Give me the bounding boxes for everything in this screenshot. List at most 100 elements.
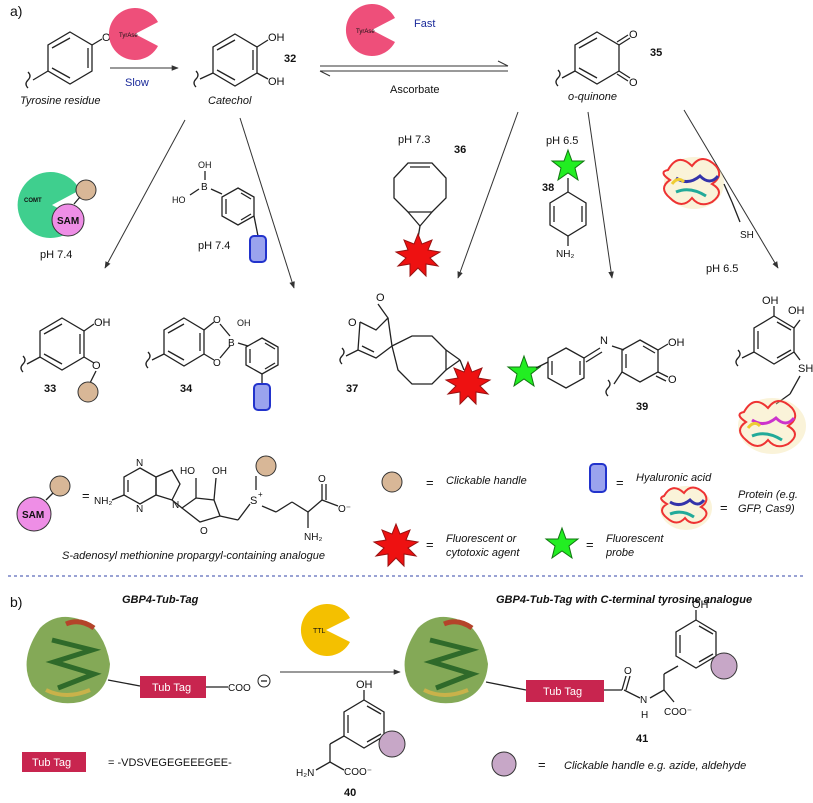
svg-text:H: H (641, 710, 648, 721)
ph-74-comt: pH 7.4 (40, 249, 72, 261)
svg-text:O: O (668, 374, 677, 386)
legend-sam-structure-handle (255, 455, 277, 477)
green-star-icon (550, 148, 586, 182)
gbp4-title: GBP4-Tub-Tag (122, 594, 199, 606)
gbp4-product-title: GBP4-Tub-Tag with C-terminal tyrosine an… (496, 594, 752, 606)
clickable-handle-40 (378, 730, 406, 758)
svg-text:OH: OH (356, 679, 373, 691)
product-33-structure: OH O (20, 317, 111, 384)
legend-clickable-icon (381, 471, 403, 493)
sam-caption: S-adenosyl methionine propargyl-containi… (62, 550, 325, 562)
svg-text:COO⁻: COO⁻ (664, 707, 692, 718)
svg-text:TyrAse: TyrAse (356, 29, 375, 35)
sam-icon (51, 203, 85, 237)
svg-text:NH₂: NH₂ (556, 249, 574, 260)
svg-text:OH: OH (668, 337, 685, 349)
legend-tubtag-box (22, 752, 86, 772)
compound-40-number: 40 (344, 787, 356, 799)
catechol-structure: OH OH (193, 32, 285, 88)
svg-text:B: B (228, 338, 235, 349)
svg-text:OH: OH (94, 317, 111, 329)
product-37-structure: O O (339, 292, 465, 385)
svg-text:B: B (201, 182, 208, 193)
compound-34-number: 34 (180, 383, 193, 395)
oquinone-structure: O O (555, 29, 638, 89)
hyaluronic-acid-icon (249, 235, 267, 263)
svg-text:O: O (318, 474, 326, 485)
legend-red-star-icon (372, 522, 420, 568)
gbp4-protein-icon (26, 616, 110, 704)
legend-green-star-icon (544, 526, 580, 560)
svg-text:N: N (136, 504, 143, 515)
tyrosine-structure: OH (25, 31, 119, 89)
legend-purple-handle-icon (491, 751, 517, 777)
arrow-to-protein-adduct (683, 109, 779, 269)
legend-sam-handle-icon (49, 475, 71, 497)
legend-fluor-probe-text: Fluorescent probe (606, 533, 663, 559)
ph-65-protein: pH 6.5 (706, 263, 738, 275)
legend-protein-icon (660, 486, 712, 530)
svg-text:Tub Tag: Tub Tag (32, 757, 71, 769)
ph-74-boronic: pH 7.4 (198, 240, 230, 252)
svg-text:TTL: TTL (313, 628, 326, 635)
legend-fluor-agent-text: Fluorescent or cytotoxic agent (446, 533, 519, 559)
svg-text:S: S (250, 495, 257, 507)
svg-text:OH: OH (268, 76, 285, 88)
legend-protein-text: Protein (e.g. GFP, Cas9) (738, 489, 798, 515)
protein-thiol-icon: SH (662, 157, 754, 241)
svg-text:SAM: SAM (22, 510, 44, 521)
svg-text:HO: HO (172, 195, 186, 205)
svg-text:N: N (640, 695, 647, 706)
catechol-label: Catechol (208, 95, 252, 107)
sam-analogue-structure: N N NH₂ N O HO OH S + O O⁻ NH₂ (94, 458, 351, 543)
product-39-structure: N OH O (535, 335, 685, 397)
aniline-structure: NH₂ (549, 178, 587, 260)
oquinone-label: o-quinone (568, 91, 617, 103)
svg-text:O: O (200, 526, 208, 537)
clickable-handle-b-text: Clickable handle e.g. azide, aldehyde (564, 760, 746, 772)
protein-adduct-structure: OH OH SH (735, 295, 813, 405)
svg-text:NH₂: NH₂ (304, 532, 322, 543)
equilibrium-arrows (319, 60, 509, 77)
arrow-to-34 (239, 117, 295, 289)
svg-text:SAM: SAM (57, 216, 79, 227)
svg-text:H₂N: H₂N (296, 768, 314, 779)
clickable-handle-icon-33 (77, 381, 99, 403)
svg-text:OH: OH (198, 160, 212, 170)
cyclooctyne-structure (393, 162, 447, 239)
arrow-to-33 (104, 119, 186, 269)
legend-clickable-text: Clickable handle (446, 475, 527, 487)
panel-a-label: a) (10, 3, 22, 19)
svg-text:=: = (616, 475, 624, 490)
ph-73: pH 7.3 (398, 134, 430, 146)
svg-text:NH₂: NH₂ (94, 496, 112, 507)
green-star-icon-39 (506, 354, 542, 388)
compound-32-number: 32 (284, 53, 296, 65)
tyrase-enzyme-icon-2: TyrAse (345, 4, 395, 57)
compound-35-number: 35 (650, 47, 662, 59)
compound-37-number: 37 (346, 383, 358, 395)
svg-text:SH: SH (740, 230, 754, 241)
coo-label: COO (228, 683, 251, 694)
compound-38-number: 38 (542, 182, 554, 194)
clickable-handle-41 (710, 652, 738, 680)
tubtag-box-product (526, 680, 604, 702)
svg-text:O: O (213, 315, 221, 326)
svg-text:O⁻: O⁻ (338, 504, 351, 515)
compound-39-number: 39 (636, 401, 648, 413)
svg-text:=: = (586, 537, 594, 552)
svg-text:O: O (624, 666, 632, 677)
ascorbate-label: Ascorbate (390, 84, 440, 96)
legend-hyaluronic-icon (589, 463, 607, 493)
tubtag-sequence: = -VDSVEGEGEEEGEE- (108, 757, 232, 769)
svg-text:=: = (538, 757, 546, 772)
panel-b-label: b) (10, 594, 22, 610)
svg-text:SH: SH (798, 363, 813, 375)
svg-text:OH: OH (762, 295, 779, 307)
svg-text:Tub Tag: Tub Tag (543, 686, 582, 698)
svg-text:N: N (172, 500, 179, 511)
svg-text:O: O (376, 292, 385, 304)
clickable-handle-icon (75, 179, 97, 201)
compound-33-number: 33 (44, 383, 56, 395)
compound-41-number: 41 (636, 733, 648, 745)
